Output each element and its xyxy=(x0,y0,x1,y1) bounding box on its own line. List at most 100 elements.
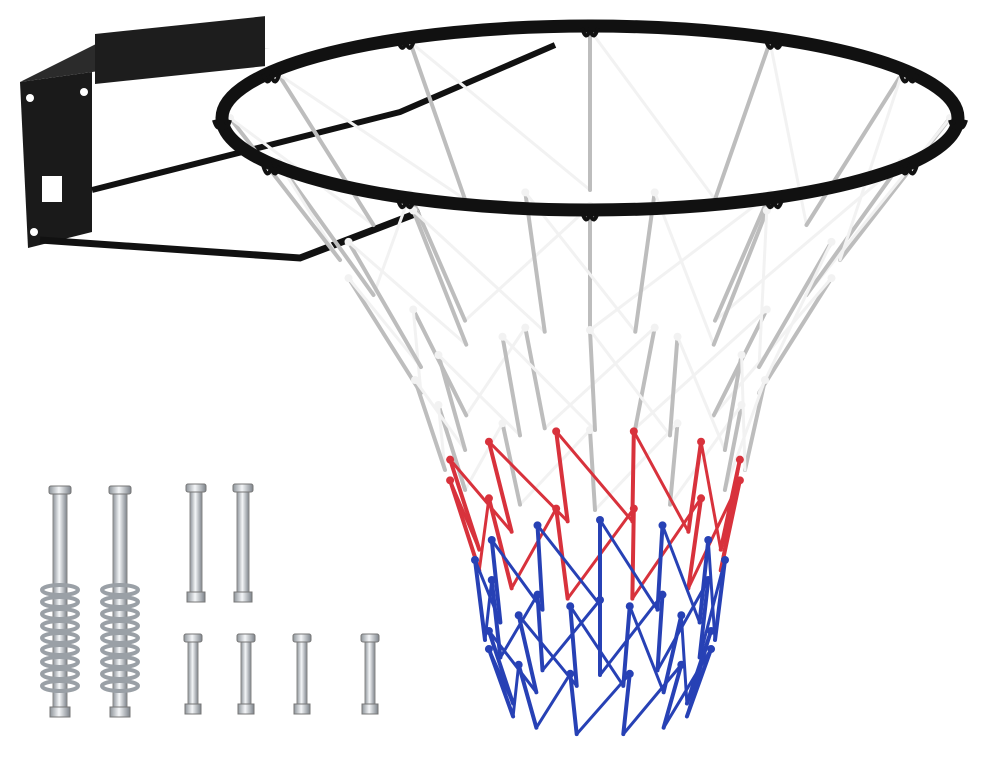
net-strand xyxy=(633,325,657,431)
net-strand xyxy=(838,72,904,262)
net-strand xyxy=(534,672,572,730)
net-strand xyxy=(713,558,727,642)
net-strand xyxy=(655,523,665,612)
net-knot xyxy=(552,427,561,436)
net-knot xyxy=(434,401,443,409)
net-hook xyxy=(580,23,600,38)
net-strand xyxy=(588,428,597,512)
net-strand xyxy=(697,578,711,660)
net-strand xyxy=(661,523,702,624)
net-knot xyxy=(735,455,744,464)
net-strand xyxy=(655,592,665,673)
net-strand xyxy=(740,353,747,472)
net-strand xyxy=(463,421,504,492)
net-strand xyxy=(554,429,570,524)
net-knot xyxy=(827,274,836,283)
net-strand xyxy=(436,353,468,452)
net-knot xyxy=(344,237,353,246)
net-strand xyxy=(463,204,592,323)
machine-screw-nut xyxy=(184,703,202,715)
net-strand xyxy=(711,208,769,347)
net-knot xyxy=(658,521,667,530)
net-strand xyxy=(633,190,657,334)
net xyxy=(226,26,954,737)
net-strand xyxy=(347,240,468,347)
net-strand xyxy=(804,160,904,297)
net-strand xyxy=(632,429,690,534)
bracket-brace-lower xyxy=(39,208,422,262)
net-strand xyxy=(757,240,833,395)
spring-bolt-head xyxy=(48,485,72,495)
net-strand xyxy=(535,592,545,673)
net-strand xyxy=(411,208,469,347)
net-knot xyxy=(737,351,746,359)
mounting-hardware xyxy=(40,483,380,718)
net-strand xyxy=(804,72,904,227)
net-knot xyxy=(487,536,496,544)
net-hook xyxy=(212,115,232,130)
net-strand xyxy=(621,663,683,736)
net-knot xyxy=(596,516,604,524)
net-knot xyxy=(625,669,634,678)
expansion-anchor-nut xyxy=(233,591,253,603)
net-strand xyxy=(568,604,625,688)
net-strand xyxy=(722,403,744,492)
net-knot xyxy=(673,419,682,428)
net-strand xyxy=(487,440,570,523)
net-knot xyxy=(484,437,493,446)
net-strand xyxy=(408,40,592,192)
net-strand xyxy=(568,671,579,737)
spring-coil xyxy=(40,679,80,693)
net-strand xyxy=(685,629,713,718)
net-strand xyxy=(517,613,579,688)
net-hook xyxy=(261,69,282,84)
net-knot xyxy=(827,237,836,246)
net-hook xyxy=(764,36,784,50)
net-strand xyxy=(706,538,717,642)
net-strand xyxy=(668,334,680,438)
net-strand xyxy=(719,458,742,572)
net-strand xyxy=(511,663,521,718)
expansion-anchor xyxy=(236,489,250,601)
net-strand xyxy=(276,72,376,227)
net-strand xyxy=(535,523,545,612)
net-strand xyxy=(489,538,503,625)
expansion-anchor-head xyxy=(232,483,254,493)
net-strand xyxy=(498,593,539,659)
net-strand xyxy=(661,662,684,730)
net-knot xyxy=(566,602,575,611)
net-knot xyxy=(409,305,418,314)
net-strand xyxy=(598,593,664,677)
net-strand xyxy=(347,276,423,369)
net-strand xyxy=(621,604,632,688)
net-strand xyxy=(588,28,717,201)
net-strand xyxy=(523,325,547,431)
net-knot xyxy=(629,427,638,436)
net-knot xyxy=(446,455,455,464)
net-strand xyxy=(473,558,502,624)
net-strand xyxy=(486,628,516,706)
spring-bolt-nut xyxy=(109,706,131,718)
net-knot xyxy=(707,645,716,654)
net-strand xyxy=(805,116,952,297)
net-strand xyxy=(500,334,522,438)
net-knot xyxy=(704,536,713,544)
net-strand xyxy=(228,116,342,262)
machine-screw-head xyxy=(292,633,312,643)
machine-screw xyxy=(296,639,308,713)
bracket-hole xyxy=(26,94,34,102)
net-strand xyxy=(628,604,666,694)
net-knot xyxy=(344,274,353,283)
net-knot xyxy=(434,351,443,359)
net-hook xyxy=(764,195,784,210)
net-strand xyxy=(411,307,423,395)
net-strand xyxy=(523,190,547,334)
net-strand xyxy=(686,439,704,534)
net-strand xyxy=(490,538,544,612)
net-strand xyxy=(536,523,602,607)
net-strand xyxy=(722,353,744,452)
net-strand xyxy=(413,378,447,472)
spring-bolt-nut xyxy=(49,706,71,718)
net-knot xyxy=(762,305,771,314)
